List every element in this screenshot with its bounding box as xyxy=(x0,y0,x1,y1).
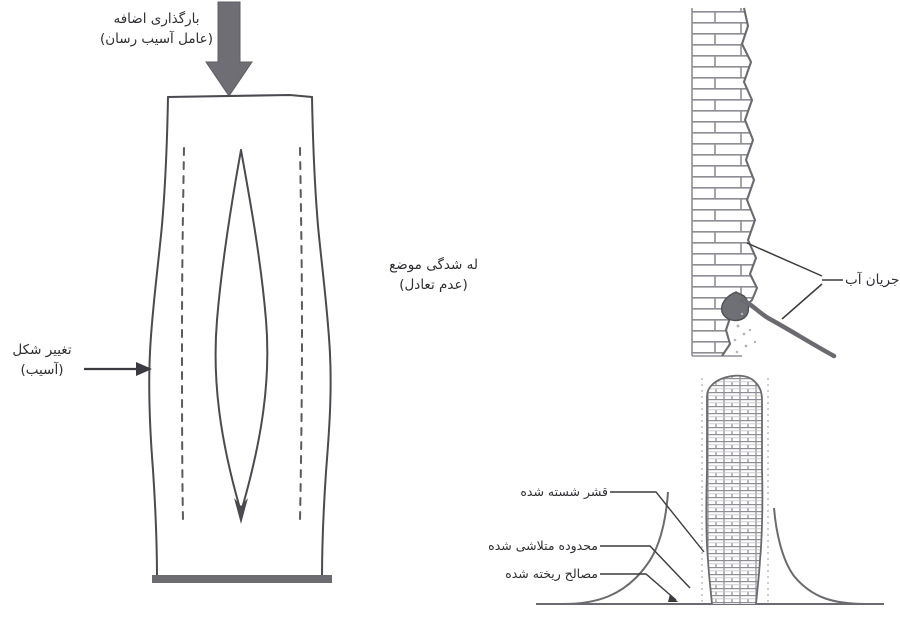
pier-right-outline xyxy=(706,374,764,605)
leader-line-icon xyxy=(746,242,843,320)
label-overload: بارگذاری اضافه (عامل آسیب رسان) xyxy=(84,10,229,49)
label-disintegrated-zone: محدوده متلاشی شده xyxy=(488,538,598,553)
label-local-crushing-line2: (عدم تعادل) xyxy=(399,276,468,293)
column-ground-bar xyxy=(152,575,332,583)
label-overload-line1: بارگذاری اضافه xyxy=(113,11,200,27)
right-arrow-icon xyxy=(84,362,152,376)
spray-dots xyxy=(733,312,757,354)
label-deformation-line1: تغییر شکل xyxy=(12,342,72,358)
pier-brick-texture xyxy=(706,375,763,604)
column-crack-left xyxy=(214,149,242,513)
label-water-flow: جریان آب xyxy=(845,272,900,288)
label-overload-line2: (عامل آسیب رسان) xyxy=(100,30,213,47)
down-arrow-icon xyxy=(205,1,253,97)
debris-mound-right xyxy=(773,507,867,605)
label-local-crushing-line1: له شدگی موضع xyxy=(389,257,478,273)
pier-panel xyxy=(536,374,884,605)
label-deformation: تغییر شکل (آسیب) xyxy=(4,341,80,380)
wall-panel xyxy=(691,7,843,359)
column-left-deformed-edge xyxy=(148,96,169,579)
pier-left-outline xyxy=(705,396,713,605)
debris-mound-left xyxy=(562,491,669,605)
column-crack-right xyxy=(240,149,269,513)
column-cap-line xyxy=(166,93,314,99)
column-left-original-dashed xyxy=(180,147,185,521)
leader-line-icon xyxy=(600,491,705,602)
label-washed-crust: قشر شسته شده xyxy=(520,484,608,499)
label-local-crushing: له شدگی موضع (عدم تعادل) xyxy=(366,256,501,295)
column-right-original-dashed xyxy=(299,147,304,521)
label-fallen-material: مصالح ریخته شده xyxy=(505,566,598,581)
column-right-deformed-edge xyxy=(311,96,332,579)
water-stream xyxy=(739,297,837,359)
label-deformation-line2: (آسیب) xyxy=(20,361,64,378)
column-panel xyxy=(84,1,332,583)
crack-tip-arrow-icon xyxy=(234,498,248,524)
